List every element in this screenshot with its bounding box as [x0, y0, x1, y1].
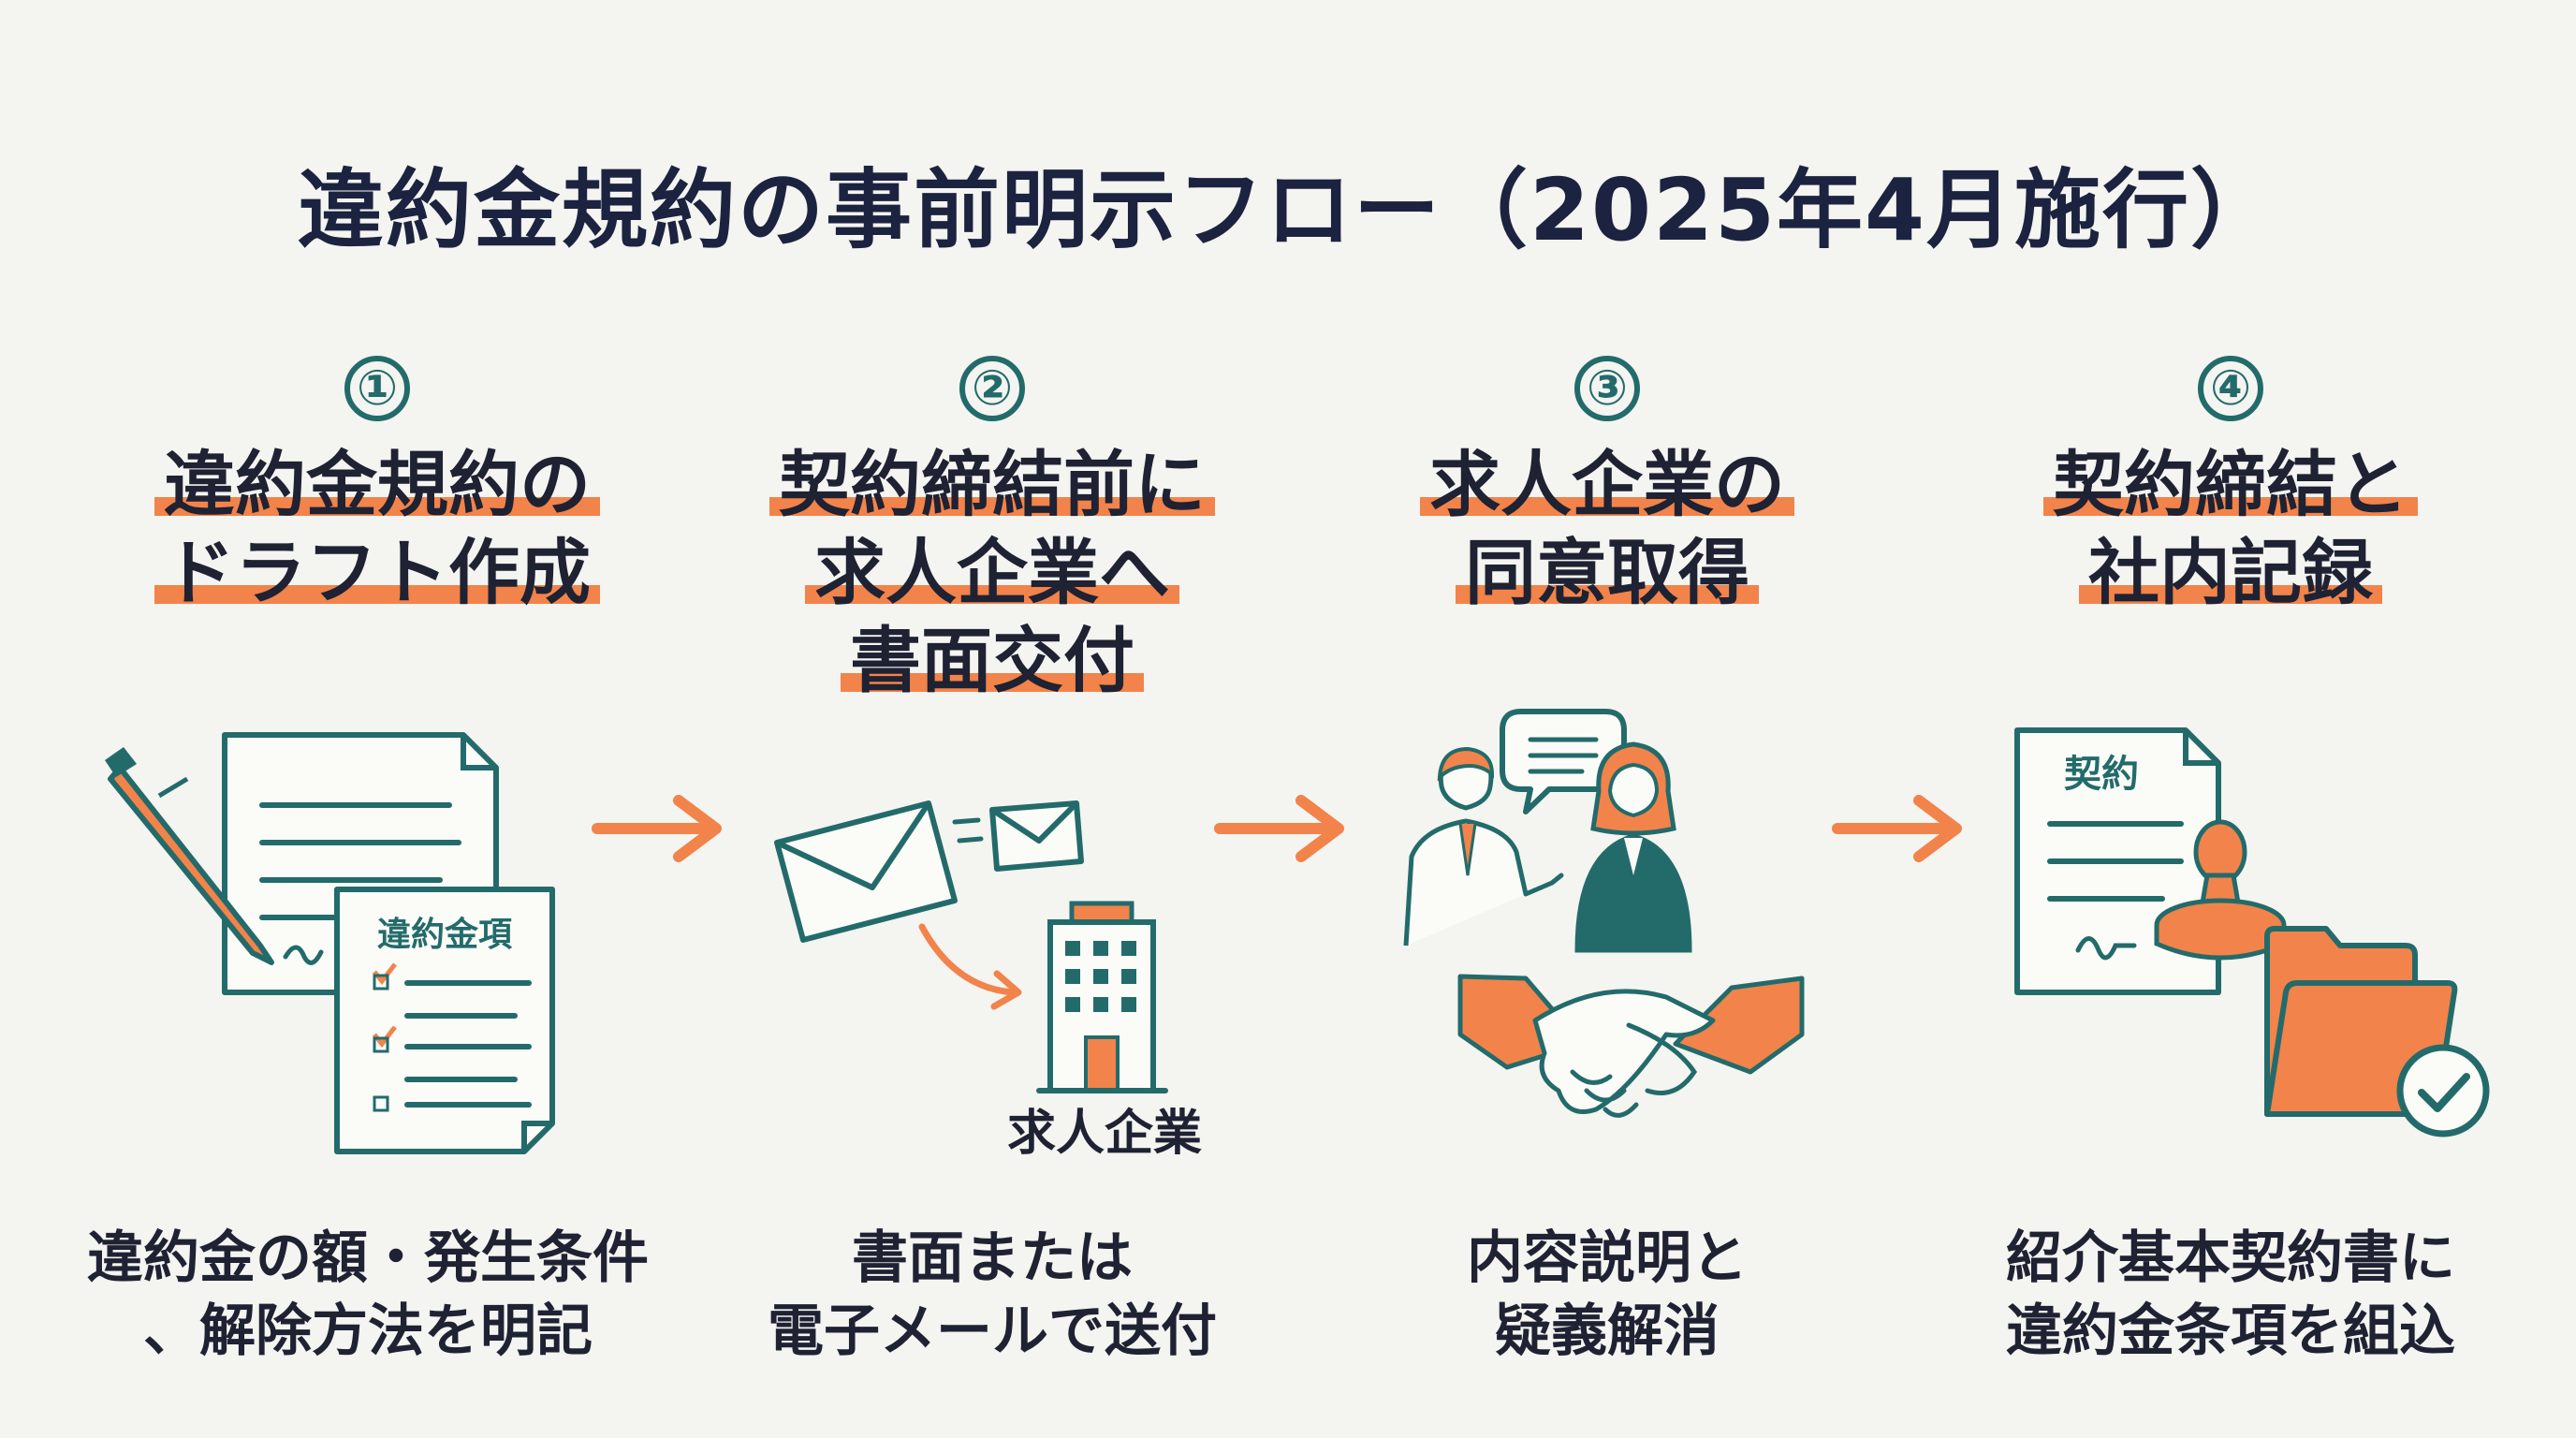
step-4-heading-line-2: 社内記録 [2079, 530, 2382, 616]
step-3-heading: 求人企業の 同意取得 [1420, 442, 1794, 618]
page-title: 違約金規約の事前明示フロー（2025年4月施行） [297, 160, 2279, 260]
step-1-heading-line-1: 違約金規約の [154, 442, 600, 528]
step-1-description-line-1: 違約金の額・発生条件 [87, 1225, 649, 1291]
step-4-description-line-2: 違約金条項を組込 [2006, 1299, 2455, 1364]
step-4-description-line-1: 紹介基本契約書に [2006, 1225, 2455, 1291]
step-3-description-line-1: 内容説明と [1467, 1225, 1748, 1291]
step-2-heading-line-3: 書面交付 [841, 618, 1144, 704]
step-4-description: 紹介基本契約書に 違約金条項を組込 [1922, 1222, 2539, 1368]
man-person-icon [1403, 746, 1564, 946]
step-3-illustration [1403, 709, 1805, 1118]
step-1-description: 違約金の額・発生条件 、解除方法を明記 [59, 1222, 677, 1368]
checklist-icon: 違約金項 [334, 887, 555, 1154]
step-2-number: ② [959, 356, 1025, 421]
step-2-description-line-1: 書面または [852, 1225, 1133, 1291]
small-envelope-icon [952, 800, 1084, 872]
step-2: ② 契約締結前に 求人企業へ 書面交付 [683, 356, 1301, 706]
step-3-description: 内容説明と 疑義解消 [1298, 1222, 1916, 1368]
step-2-description-line-2: 電子メールで送付 [768, 1299, 1217, 1364]
step-1-illustration: 違約金項 [105, 732, 555, 1154]
stamp-icon [2154, 819, 2287, 961]
step-4-number: ④ [2198, 356, 2263, 421]
step-1-heading-line-2: ドラフト作成 [154, 530, 600, 616]
envelope-icon [774, 800, 958, 943]
pen-icon [105, 747, 274, 965]
step-1: ① 違約金規約の ドラフト作成 [68, 356, 686, 618]
checklist-title: 違約金項 [377, 915, 513, 954]
arrow-right-icon [1832, 795, 1962, 862]
step-2-description: 書面または 電子メールで送付 [683, 1222, 1301, 1368]
check-circle-icon [2396, 1044, 2490, 1137]
step-4-heading: 契約締結と 社内記録 [2043, 442, 2418, 618]
handshake-icon [1457, 974, 1805, 1118]
step-1-heading: 違約金規約の ドラフト作成 [154, 442, 600, 618]
step-1-number: ① [344, 356, 410, 421]
building-label: 求人企業 [1006, 1106, 1202, 1162]
step-4-heading-line-1: 契約締結と [2043, 442, 2418, 528]
step-3-heading-line-1: 求人企業の [1420, 442, 1794, 528]
step-3: ③ 求人企業の 同意取得 [1298, 356, 1916, 618]
step-4-illustration: 契約 [2014, 727, 2490, 1137]
arrow-right-icon [592, 795, 722, 862]
step-2-heading-line-1: 契約締結前に [769, 442, 1215, 528]
step-3-number: ③ [1574, 356, 1640, 421]
step-3-description-line-2: 疑義解消 [1495, 1299, 1720, 1364]
arrow-right-icon [1214, 795, 1344, 862]
step-1-description-line-2: 、解除方法を明記 [143, 1299, 593, 1364]
speech-bubble-icon [1500, 709, 1627, 814]
woman-person-icon [1574, 741, 1692, 953]
step-2-heading-line-2: 求人企業へ [805, 530, 1179, 616]
building-icon [1036, 901, 1168, 1093]
delivery-arrow [918, 923, 1017, 996]
step-4: ④ 契約締結と 社内記録 [1922, 356, 2539, 618]
step-3-heading-line-2: 同意取得 [1456, 530, 1759, 616]
step-2-illustration [774, 800, 1168, 1093]
step-2-heading: 契約締結前に 求人企業へ 書面交付 [769, 442, 1215, 706]
contract-title: 契約 [2064, 753, 2139, 796]
